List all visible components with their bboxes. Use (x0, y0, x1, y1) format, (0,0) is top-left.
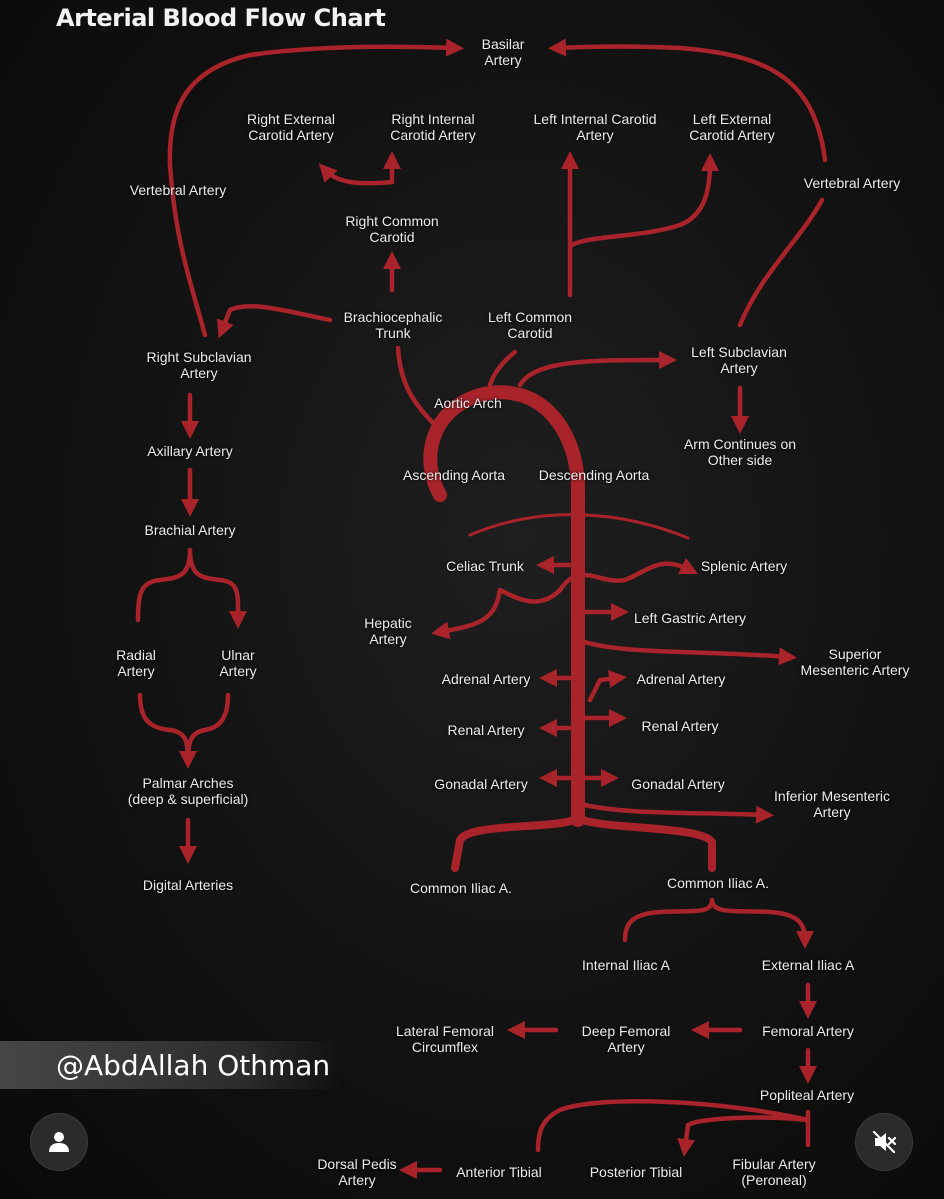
label-celiac: Celiac Trunk (446, 558, 524, 574)
vessel-inf-mesenteric (582, 802, 774, 824)
vessel-iliac-split (622, 897, 805, 940)
vessel-sup-mesenteric (575, 637, 797, 666)
vessel-l-subclavian (517, 351, 677, 388)
vessel-l-vertebral-basilar (557, 47, 828, 328)
vessel-common-iliac (451, 814, 716, 872)
label-fibular: Fibular Artery(Peroneal) (732, 1156, 816, 1188)
mute-button[interactable] (856, 1114, 912, 1170)
vessel-popliteal-branches (535, 1099, 811, 1150)
vessel-brachiocephalic-trunk (395, 345, 438, 428)
label-descending-aorta: Descending Aorta (538, 467, 650, 483)
label-anterior-tibial: Anterior Tibial (456, 1164, 542, 1180)
person-icon (49, 1132, 69, 1152)
label-gonadal-l: Gonadal Artery (434, 776, 528, 792)
vessel-aorta (423, 385, 585, 827)
label-vertebral-l: Vertebral Artery (803, 175, 901, 191)
label-internal-iliac: Internal Iliac A (582, 957, 670, 973)
vessel-brachial-split (135, 547, 238, 620)
vessel-l-common-carotid (487, 349, 518, 388)
label-palmar: Palmar Arches(deep & superficial) (127, 775, 249, 807)
label-brachial: Brachial Artery (144, 522, 236, 538)
label-external-iliac: External Iliac A (761, 957, 855, 973)
label-posterior-tibial: Posterior Tibial (589, 1164, 683, 1180)
label-vertebral-r: Vertebral Artery (129, 182, 227, 198)
label-common-iliac-l: Common Iliac A. (410, 880, 512, 896)
speaker-muted-icon (872, 1130, 897, 1154)
vessel-splenic (557, 557, 699, 593)
vessel-brachiocephalic-r-subclavian (216, 303, 333, 339)
vessel-diaphragm (468, 513, 690, 540)
vessel-radial-ulnar-join (137, 692, 231, 760)
label-aortic-arch: Aortic Arch (434, 395, 502, 411)
label-adrenal-l: Adrenal Artery (441, 671, 531, 687)
label-adrenal-r: Adrenal Artery (636, 671, 726, 687)
watermark-banner: @AbdAllah Othman (0, 1041, 340, 1089)
vessel-l-ext-carotid (569, 153, 719, 248)
page-title: Arterial Blood Flow Chart (56, 4, 386, 32)
label-axillary: Axillary Artery (147, 443, 233, 459)
label-common-iliac-r: Common Iliac A. (667, 875, 769, 891)
vessel-hepatic (431, 587, 563, 640)
label-ascending-aorta: Ascending Aorta (403, 467, 505, 483)
label-gonadal-r: Gonadal Artery (631, 776, 725, 792)
label-femoral: Femoral Artery (762, 1023, 854, 1039)
label-renal-r: Renal Artery (641, 718, 719, 734)
label-digital: Digital Arteries (142, 877, 234, 893)
label-renal-l: Renal Artery (447, 722, 525, 738)
profile-button[interactable] (31, 1114, 87, 1170)
vessel-r-ext-carotid (318, 163, 395, 186)
label-popliteal: Popliteal Artery (759, 1087, 855, 1103)
vessel-r-vertebral-basilar (167, 38, 464, 338)
vessel-adrenal-r (587, 670, 627, 703)
label-splenic: Splenic Artery (700, 558, 788, 574)
watermark-text: @AbdAllah Othman (56, 1049, 331, 1082)
label-left-gastric: Left Gastric Artery (633, 610, 747, 626)
